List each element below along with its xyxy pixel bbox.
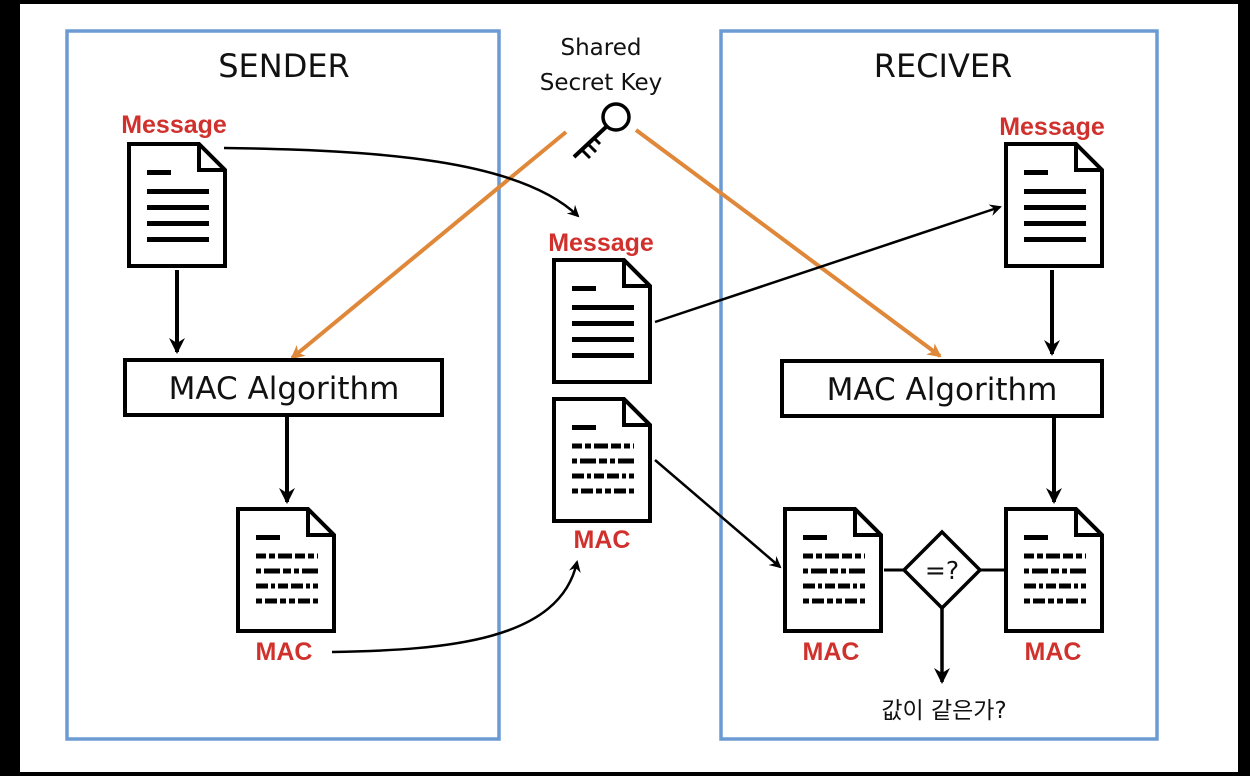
sender-algorithm-label: MAC Algorithm xyxy=(169,371,400,407)
sender-algorithm-box xyxy=(123,358,444,417)
receiver-algorithm-label: MAC Algorithm xyxy=(827,372,1058,408)
compare-label: =? xyxy=(925,556,959,585)
receiver-computed-mac-label: MAC xyxy=(1025,638,1082,666)
sender-message-label: Message xyxy=(121,111,227,139)
receiver-received-mac-icon xyxy=(785,509,881,631)
receiver-algorithm-box xyxy=(780,359,1104,418)
receiver-message-icon xyxy=(1004,142,1104,268)
channel-mac-label: MAC xyxy=(574,526,631,554)
receiver-title: RECIVER xyxy=(874,47,1013,85)
arrow-sender-message-to-channel xyxy=(223,146,580,218)
arrow-channel-message-to-receiver xyxy=(654,204,1002,324)
arrow-sender-mac-to-channel xyxy=(331,560,581,654)
receiver-computed-mac-icon xyxy=(1006,509,1102,631)
key-label-line1: Shared xyxy=(561,35,642,61)
arrow-channel-mac-to-receiver xyxy=(654,459,782,569)
compare-question: 값이 같은가? xyxy=(881,698,1006,724)
channel-message-label: Message xyxy=(548,229,654,257)
sender-mac-label: MAC xyxy=(256,638,313,666)
sender-panel xyxy=(65,29,501,741)
receiver-panel xyxy=(719,29,1159,741)
channel-mac-icon xyxy=(554,399,650,521)
key-line-to-receiver-algorithm xyxy=(634,128,942,358)
channel-message-icon xyxy=(552,258,652,384)
key-label-line2: Secret Key xyxy=(540,70,663,96)
receiver-received-mac-label: MAC xyxy=(803,638,860,666)
receiver-message-label: Message xyxy=(999,113,1105,141)
sender-message-icon xyxy=(127,142,227,268)
sender-mac-icon xyxy=(238,509,334,631)
key-icon xyxy=(572,102,631,160)
key-line-to-sender-algorithm xyxy=(290,130,568,360)
sender-title: SENDER xyxy=(218,47,350,85)
